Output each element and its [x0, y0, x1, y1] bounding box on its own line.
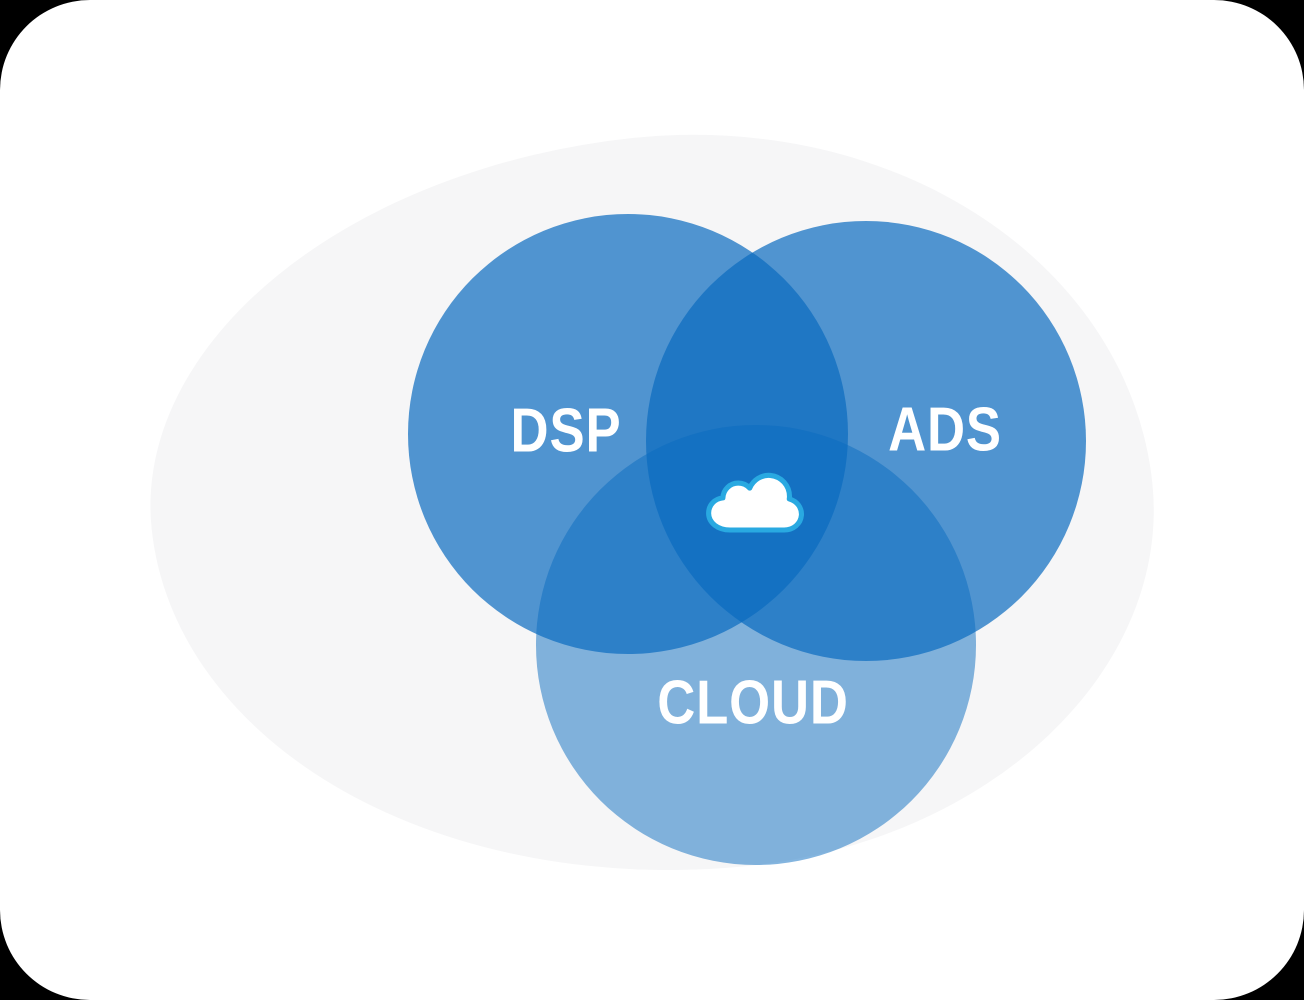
cloud-icon [706, 472, 804, 533]
venn-label-cloud: CLOUD [657, 668, 849, 738]
cloud-icon-shape [706, 472, 804, 533]
venn-label-ads: ADS [888, 395, 1002, 465]
venn-label-dsp: DSP [510, 396, 622, 466]
